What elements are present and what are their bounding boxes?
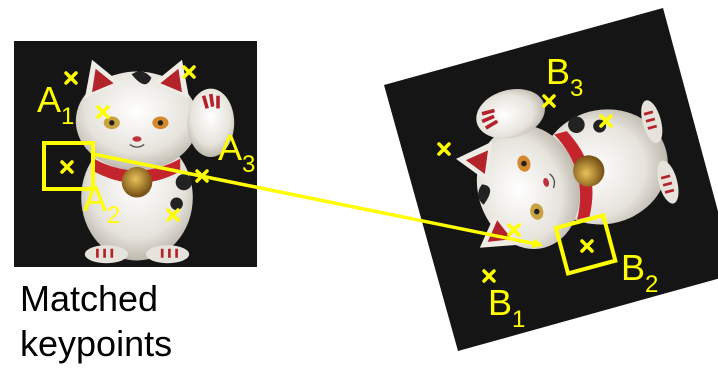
label-b3: B3 [546,51,583,102]
keypoint-marker [599,114,613,128]
caption-line-2: keypoints [20,323,173,364]
label-a3: A3 [218,127,255,178]
keypoint-marker [507,223,521,237]
keypoint-box-a2 [42,141,95,191]
keypoint-marker [182,65,196,79]
right-keypoints [437,94,613,283]
keypoint-marker [166,208,180,222]
keypoint-marker-b1 [482,269,496,283]
label-a1: A1 [37,79,74,130]
keypoint-marker [437,142,451,156]
keypoint-box-b2 [553,212,618,276]
label-b2: B2 [621,247,658,298]
keypoint-marker-a1 [64,71,78,85]
left-keypoints [60,65,209,222]
match-arrow [92,152,543,249]
keypoint-marker-b2 [580,239,594,253]
right-image [384,8,718,351]
left-image [14,41,257,267]
keypoint-marker-b3 [542,94,556,108]
keypoint-marker-a2 [60,160,74,174]
label-a2: A2 [83,178,120,229]
caption-line-1: Matched [20,278,159,319]
keypoint-marker [96,105,110,119]
label-b1: B1 [488,282,525,333]
keypoint-labels: A1 A2 A3 B1 B2 B3 [37,51,658,333]
